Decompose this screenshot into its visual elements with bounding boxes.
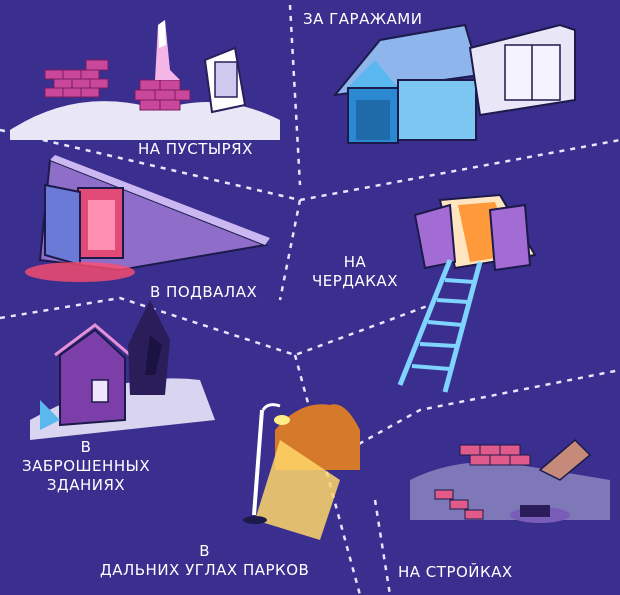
label-abandoned: В ЗАБРОШЕННЫХ ЗДАНИЯХ <box>22 438 150 495</box>
garage-icon <box>468 23 576 117</box>
construction-site-icon <box>410 438 610 523</box>
street-lamp-icon <box>243 403 360 540</box>
label-parks: В ДАЛЬНИХ УГЛАХ ПАРКОВ <box>100 542 309 580</box>
divider-line <box>288 4 302 186</box>
ladder-icon <box>397 259 483 393</box>
divider-line <box>373 499 392 595</box>
label-abandoned-line-2: ЗАБРОШЕННЫХ <box>22 457 151 475</box>
label-construction: НА СТРОЙКАХ <box>398 563 513 581</box>
attic-hatch-icon <box>413 193 537 272</box>
label-parks-line-1: В <box>199 542 211 560</box>
divider-line <box>0 296 431 357</box>
label-attics: НА ЧЕРДАКАХ <box>312 253 398 291</box>
label-garages: ЗА ГАРАЖАМИ <box>303 10 423 28</box>
divider-line <box>278 199 302 301</box>
label-abandoned-line-3: ЗДАНИЯХ <box>46 476 126 494</box>
cellar-door-icon <box>25 155 270 282</box>
label-parks-line-2: ДАЛЬНИХ УГЛАХ ПАРКОВ <box>100 561 310 579</box>
wall-with-window-icon <box>203 46 247 114</box>
shed-icon <box>332 23 482 144</box>
label-wasteland: НА ПУСТЫРЯХ <box>138 140 253 158</box>
label-basements: В ПОДВАЛАХ <box>150 283 258 301</box>
tree-icon <box>128 300 170 395</box>
label-attics-line-1: НА <box>343 253 367 271</box>
label-attics-line-2: ЧЕРДАКАХ <box>312 272 398 290</box>
label-abandoned-line-1: В <box>80 438 92 456</box>
abandoned-house-icon <box>30 323 215 440</box>
